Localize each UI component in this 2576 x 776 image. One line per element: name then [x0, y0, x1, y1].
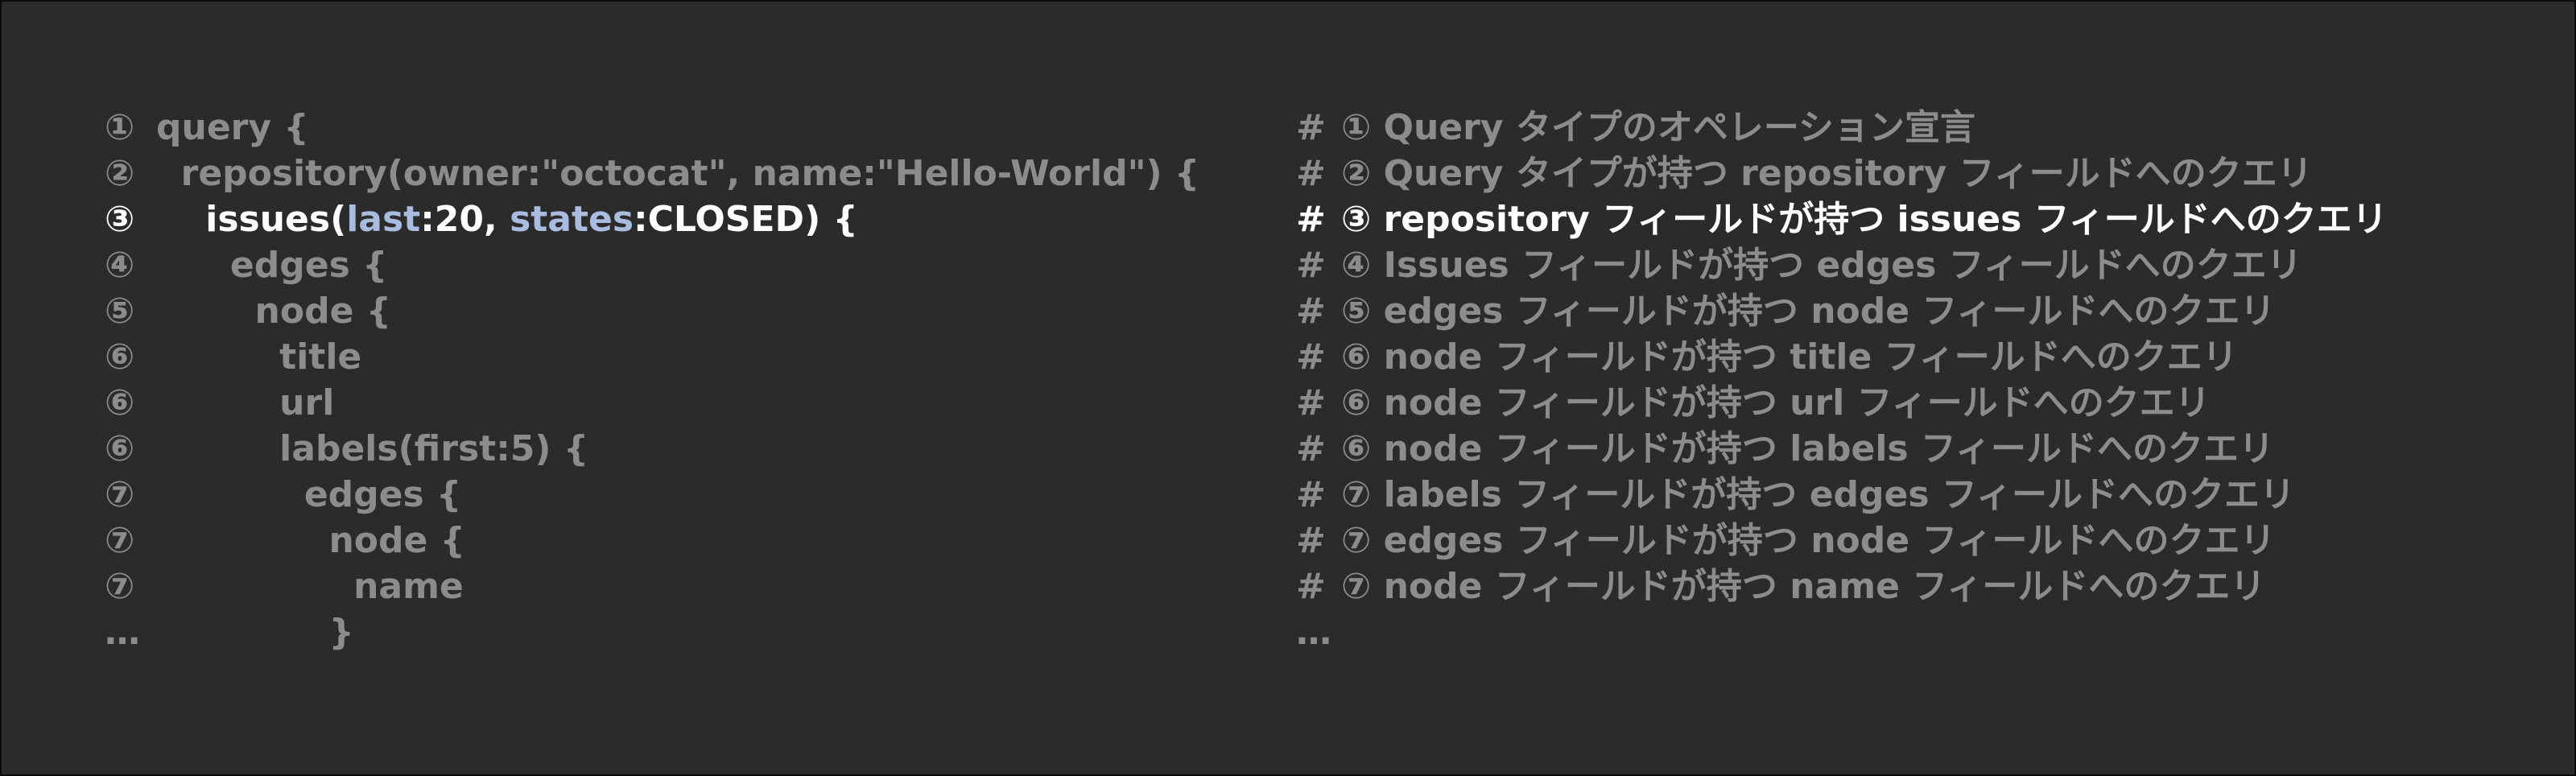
comment-marker: …: [1296, 612, 1331, 653]
comment-text: ⑥ node フィールドが持つ title フィールドへのクエリ: [1341, 336, 2238, 378]
comment-line: # ④ Issues フィールドが持つ edges フィールドへのクエリ: [1296, 242, 2388, 288]
comment-line: # ⑦ labels フィールドが持つ edges フィールドへのクエリ: [1296, 472, 2388, 518]
query-code: issues(last:20, states:CLOSED) {: [156, 196, 858, 242]
comment-marker: #: [1296, 382, 1326, 423]
argument-last-value: :20,: [420, 199, 510, 240]
comment-text: ① Query タイプのオペレーション宣言: [1341, 107, 1975, 148]
line-number: ②: [105, 153, 135, 194]
comment-text: ⑥ node フィールドが持つ url フィールドへのクエリ: [1341, 382, 2211, 423]
query-code: node {: [156, 291, 392, 332]
line-number: ⑦: [105, 520, 135, 561]
comment-line: # ⑦ edges フィールドが持つ node フィールドへのクエリ: [1296, 518, 2388, 563]
comment-marker: #: [1296, 199, 1326, 240]
argument-states: states: [510, 199, 634, 240]
comment-marker: #: [1296, 153, 1326, 194]
query-code: url: [156, 382, 335, 423]
query-line: ⑥ url: [105, 380, 1199, 426]
comment-marker: #: [1296, 245, 1326, 286]
comment-text: ⑦ edges フィールドが持つ node フィールドへのクエリ: [1341, 520, 2276, 561]
comment-marker: #: [1296, 520, 1326, 561]
query-line-highlighted: ③ issues(last:20, states:CLOSED) {: [105, 196, 1199, 242]
query-code: labels(first:5) {: [156, 428, 589, 469]
query-code: edges {: [156, 245, 388, 286]
comment-line: # ⑥ node フィールドが持つ labels フィールドへのクエリ: [1296, 426, 2388, 472]
line-number: ⑥: [105, 336, 135, 378]
comment-line: # ⑥ node フィールドが持つ url フィールドへのクエリ: [1296, 380, 2388, 426]
comment-marker: #: [1296, 291, 1326, 332]
query-code: node {: [156, 520, 465, 561]
comment-text: ② Query タイプが持つ repository フィールドへのクエリ: [1341, 153, 2313, 194]
comment-line: …: [1296, 609, 2388, 655]
line-number: …: [105, 612, 140, 653]
query-line: ② repository(owner:"octocat", name:"Hell…: [105, 151, 1199, 196]
query-line: ⑥ title: [105, 334, 1199, 380]
comment-text: ⑥ node フィールドが持つ labels フィールドへのクエリ: [1341, 428, 2275, 469]
comment-text: ⑤ edges フィールドが持つ node フィールドへのクエリ: [1341, 291, 2276, 332]
comment-marker: #: [1296, 474, 1326, 515]
line-number: ③: [105, 199, 135, 240]
comment-line: # ① Query タイプのオペレーション宣言: [1296, 105, 2388, 151]
comment-text: ⑦ labels フィールドが持つ edges フィールドへのクエリ: [1341, 474, 2296, 515]
line-number: ⑦: [105, 474, 135, 515]
query-line: ④ edges {: [105, 242, 1199, 288]
comment-line: # ② Query タイプが持つ repository フィールドへのクエリ: [1296, 151, 2388, 196]
query-code: edges {: [156, 474, 462, 515]
query-line: ⑤ node {: [105, 288, 1199, 334]
query-line: … }: [105, 609, 1199, 655]
query-line: ① query {: [105, 105, 1199, 151]
issues-field: issues(: [156, 199, 347, 240]
comment-block: # ① Query タイプのオペレーション宣言 # ② Query タイプが持つ r…: [1296, 105, 2388, 655]
query-line: ⑦ edges {: [105, 472, 1199, 518]
comment-marker: #: [1296, 336, 1326, 378]
query-line: ⑥ labels(first:5) {: [105, 426, 1199, 472]
comment-marker: #: [1296, 107, 1326, 148]
comment-text: ④ Issues フィールドが持つ edges フィールドへのクエリ: [1341, 245, 2302, 286]
query-code: }: [156, 612, 354, 653]
comment-text: ⑦ node フィールドが持つ name フィールドへのクエリ: [1341, 566, 2266, 607]
line-number: ⑦: [105, 566, 135, 607]
comment-line: # ⑥ node フィールドが持つ title フィールドへのクエリ: [1296, 334, 2388, 380]
graphql-query-block: ① query { ② repository(owner:"octocat", n…: [105, 105, 1199, 655]
line-number: ⑤: [105, 291, 135, 332]
line-number: ①: [105, 107, 135, 148]
argument-last: last: [346, 199, 421, 240]
query-code: query {: [156, 107, 309, 148]
query-code: name: [156, 566, 464, 607]
comment-marker: #: [1296, 566, 1326, 607]
query-code: title: [156, 336, 362, 378]
query-line: ⑦ name: [105, 563, 1199, 609]
comment-text: ③ repository フィールドが持つ issues フィールドへのクエリ: [1341, 199, 2388, 240]
comment-line-highlighted: # ③ repository フィールドが持つ issues フィールドへのクエリ: [1296, 196, 2388, 242]
argument-states-value: :CLOSED) {: [634, 199, 858, 240]
comment-line: # ⑦ node フィールドが持つ name フィールドへのクエリ: [1296, 563, 2388, 609]
comment-marker: #: [1296, 428, 1326, 469]
line-number: ⑥: [105, 428, 135, 469]
comment-line: # ⑤ edges フィールドが持つ node フィールドへのクエリ: [1296, 288, 2388, 334]
query-line: ⑦ node {: [105, 518, 1199, 563]
query-code: repository(owner:"octocat", name:"Hello-…: [156, 153, 1200, 194]
line-number: ④: [105, 245, 135, 286]
line-number: ⑥: [105, 382, 135, 423]
